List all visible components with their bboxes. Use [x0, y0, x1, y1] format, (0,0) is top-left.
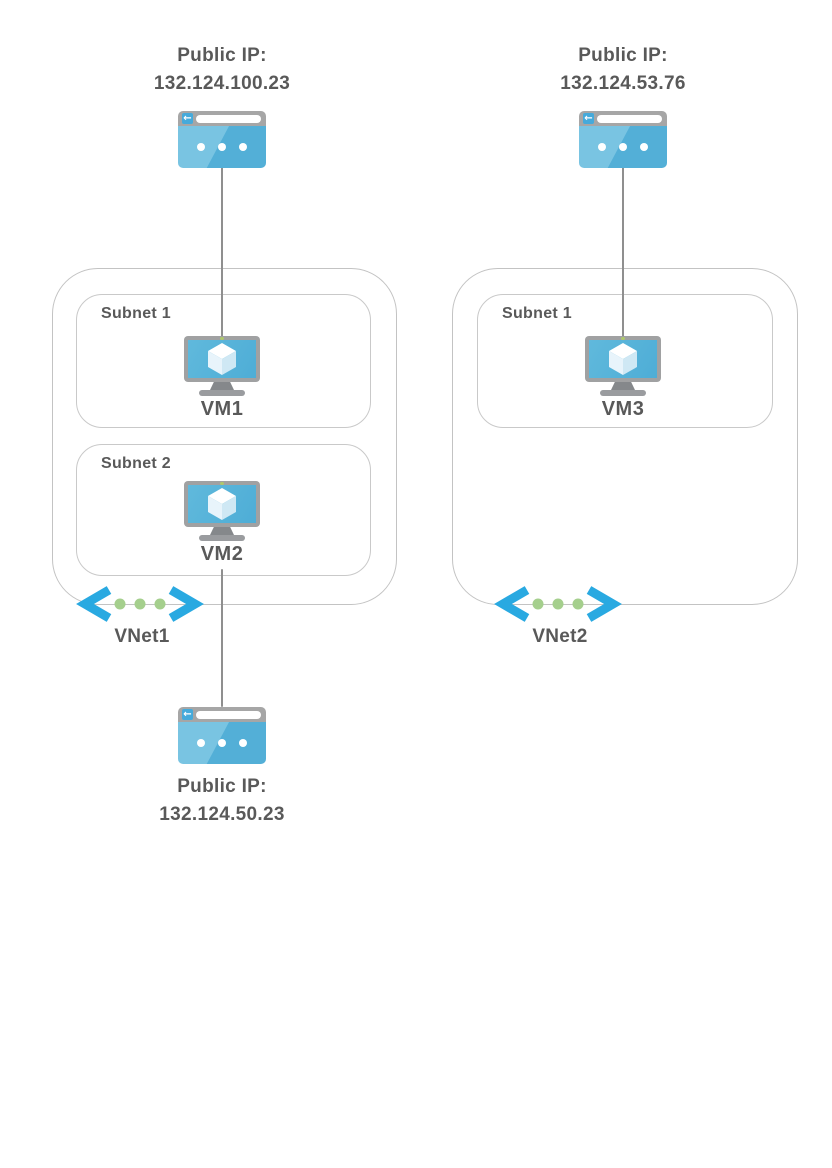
browser-titlebar: ←	[178, 111, 266, 126]
monitor-stand-base	[199, 390, 245, 396]
monitor-screen	[188, 340, 256, 378]
chevron-right-icon	[168, 586, 204, 622]
browser-icon: ←	[178, 707, 266, 764]
back-arrow-icon: ←	[182, 113, 193, 124]
cube-icon	[208, 488, 236, 520]
subnet-label: Subnet 2	[101, 455, 171, 472]
camera-dot-icon	[220, 336, 224, 340]
subnet2-box-left: Subnet 2	[76, 444, 371, 576]
browser-icon: ←	[178, 111, 266, 168]
subnet1-box-left: Subnet 1	[76, 294, 371, 428]
connector-line	[221, 569, 224, 707]
monitor-screen	[188, 485, 256, 523]
browser-dots-icon	[197, 739, 247, 747]
vnet2-box	[452, 268, 798, 605]
address-bar	[196, 114, 261, 123]
monitor-stand-base	[600, 390, 646, 396]
back-arrow-icon: ←	[583, 113, 594, 124]
camera-dot-icon	[220, 481, 224, 485]
browser-dots-icon	[197, 143, 247, 151]
vm-icon	[585, 336, 661, 396]
public-ip-label: Public IP:	[177, 776, 267, 797]
browser-icon: ←	[579, 111, 667, 168]
back-arrow-icon: ←	[182, 709, 193, 720]
network-dots-icon	[114, 598, 166, 610]
monitor-frame	[184, 481, 260, 527]
public-ip-address: 132.124.50.23	[159, 804, 285, 825]
public-ip-label: Public IP:	[177, 45, 267, 66]
monitor-screen	[589, 340, 657, 378]
vm-label: VM1	[200, 398, 244, 420]
browser-titlebar: ←	[579, 111, 667, 126]
monitor-stand-neck	[210, 382, 234, 390]
connector-line	[622, 167, 625, 339]
address-bar	[597, 114, 662, 123]
public-ip-label: Public IP:	[578, 45, 668, 66]
vm-label: VM3	[601, 398, 645, 420]
monitor-frame	[184, 336, 260, 382]
vnet-icon	[494, 586, 622, 622]
vm-label: VM2	[200, 543, 244, 565]
subnet-label: Subnet 1	[101, 305, 171, 322]
chevron-right-icon	[586, 586, 622, 622]
public-ip-caption-bottom-left: Public IP: 132.124.50.23	[70, 773, 374, 829]
browser-titlebar: ←	[178, 707, 266, 722]
chevron-left-icon	[494, 586, 530, 622]
subnet-label: Subnet 1	[502, 305, 572, 322]
chevron-left-icon	[76, 586, 112, 622]
vnet-label: VNet1	[114, 626, 170, 647]
monitor-stand-neck	[210, 527, 234, 535]
browser-body	[579, 126, 667, 168]
public-ip-caption-top-right: Public IP: 132.124.53.76	[471, 42, 775, 98]
monitor-stand-base	[199, 535, 245, 541]
browser-dots-icon	[598, 143, 648, 151]
browser-body	[178, 722, 266, 764]
subnet1-box-right: Subnet 1	[477, 294, 773, 428]
network-dots-icon	[532, 598, 584, 610]
vm-icon	[184, 336, 260, 396]
address-bar	[196, 710, 261, 719]
public-ip-address: 132.124.53.76	[560, 73, 686, 94]
monitor-stand-neck	[611, 382, 635, 390]
vnet1-box	[52, 268, 397, 605]
connector-line	[221, 167, 224, 339]
browser-body	[178, 126, 266, 168]
vm-icon	[184, 481, 260, 541]
vnet-label: VNet2	[532, 626, 588, 647]
monitor-frame	[585, 336, 661, 382]
cube-icon	[208, 343, 236, 375]
public-ip-caption-top-left: Public IP: 132.124.100.23	[70, 42, 374, 98]
camera-dot-icon	[621, 336, 625, 340]
cube-icon	[609, 343, 637, 375]
vnet-icon	[76, 586, 204, 622]
public-ip-address: 132.124.100.23	[153, 73, 291, 94]
